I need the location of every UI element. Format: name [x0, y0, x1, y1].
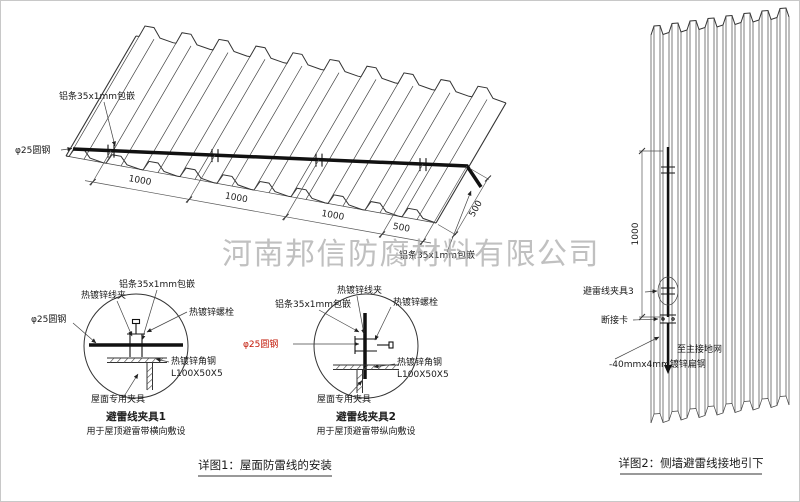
- roof-right-edge: [435, 102, 507, 224]
- roof-isometric-view: 1000 1000 1000 500 500 铝条35x1mm包嵌 φ25圆钢 …: [15, 25, 507, 261]
- detail-2-title: 避雷线夹具2: [335, 410, 396, 423]
- roof-alu-right-label: 铝条35x1mm包嵌: [399, 249, 475, 261]
- roof-dimension-ticks: [89, 178, 427, 246]
- roof-rod-label: φ25圆钢: [15, 144, 50, 156]
- detail-1-alu-leader: [141, 289, 158, 341]
- wall-clamp3-leader: [644, 289, 658, 294]
- roof-edge-dimension-line: [454, 178, 489, 235]
- wall-dim-1000: 1000: [631, 222, 641, 245]
- wall-dimension-ticks: [638, 147, 646, 321]
- roof-dimension-line: [84, 180, 432, 244]
- detail-1-circle: [83, 293, 189, 399]
- detail-1-bolt-nut: [131, 318, 141, 325]
- wall-clamp-mid-marks: [661, 287, 675, 295]
- roof-edge-witness-lines: [437, 168, 490, 236]
- detail-1-subtitle: 用于屋顶避雷带横向敷设: [86, 425, 185, 437]
- wall-to-ground-label: 至主接地网: [677, 343, 722, 355]
- detail-2-bolt-nut: [388, 341, 394, 349]
- roof-dim-1000-c: 1000: [321, 209, 346, 223]
- roof-witness-lines: [90, 150, 468, 246]
- roof-rib-lines: [68, 36, 488, 220]
- down-arrow-icon: [664, 365, 672, 374]
- detail-1-roof-clamp-leader: [122, 373, 139, 399]
- detail-2-roof-clamp-leader: [346, 380, 363, 398]
- detail-2-roof-clamp-label: 屋面专用夹具: [317, 393, 371, 405]
- wall-top-corrugation-profile: [650, 7, 790, 36]
- detail-2-circle: [313, 293, 419, 399]
- detail-1-rod-leader: [72, 322, 97, 344]
- detail-2-clamp-longitudinal: 铝条35x1mm包嵌 热镀锌线夹 热镀锌螺栓 φ25圆钢 热镀锌角钢 L100X…: [243, 284, 449, 437]
- wall-clamp3-label: 避雷线夹具3: [583, 285, 634, 297]
- wall-corrugation-lines: [650, 8, 790, 423]
- detail-2-wire-clip-label: 热镀锌线夹: [337, 284, 382, 296]
- detail-1-angle-steel: [107, 357, 167, 390]
- detail-1-bolt-leader: [146, 311, 188, 333]
- caption-detail-1: 详图1：屋面防雷线的安装: [198, 458, 332, 472]
- wall-bottom-corrugation-profile: [650, 395, 790, 424]
- caption-block: 详图1：屋面防雷线的安装 详图2：侧墙避雷线接地引下: [198, 456, 764, 477]
- detail-2-alu-label: 铝条35x1mm包嵌: [275, 298, 351, 310]
- detail-1-angle-label: 热镀锌角钢: [171, 355, 216, 367]
- roof-edge-dim-500: 500: [468, 199, 485, 219]
- roof-dim-1000-b: 1000: [224, 191, 249, 205]
- detail-2-wire-clip-leader: [356, 295, 366, 335]
- roof-dim-500: 500: [392, 222, 411, 235]
- wall-witness-lines: [639, 150, 663, 318]
- detail-1-wire-clip-leader: [116, 300, 133, 337]
- detail-1-wire-clip-label: 热镀锌线夹: [81, 289, 126, 301]
- roof-top-corrugation-profile: [135, 25, 507, 104]
- roof-left-edge: [65, 35, 137, 157]
- roof-rod-leader: [60, 147, 73, 152]
- detail-1-angle-leader: [155, 357, 170, 363]
- detail-2-bolt-leader: [374, 306, 392, 341]
- detail-1-angle-hatching: [109, 357, 164, 391]
- detail-1-alu-label: 铝条35x1mm包嵌: [119, 278, 195, 290]
- wire-clamp-marks: [107, 144, 427, 172]
- wall-disconnect-label: 断接卡: [601, 314, 628, 326]
- caption-detail-2: 详图2：侧墙避雷线接地引下: [618, 456, 763, 470]
- wall-disconnect-bolt-right: [671, 317, 675, 321]
- roof-alu-top-label: 铝条35x1mm包嵌: [59, 90, 135, 102]
- roof-bottom-corrugation-profile: [65, 147, 437, 224]
- wall-clamp-detail-bubble: [657, 276, 679, 306]
- wall-flat-steel-leader: [614, 336, 660, 360]
- detail-2-subtitle: 用于屋顶避雷带纵向敷设: [316, 425, 415, 437]
- detail-2-angle-leader: [373, 363, 396, 369]
- wall-disconnect-bolt-left: [661, 317, 665, 321]
- wall-elevation-view: 1000 避雷线夹具3 断接卡 至主接地网 -40mmx4mm镀锌扁钢: [583, 7, 790, 424]
- detail-2-rod-label: φ25圆钢: [243, 338, 278, 350]
- detail-1-title: 避雷线夹具1: [105, 410, 166, 423]
- detail-1-angle-spec-label: L100X50X5: [171, 369, 223, 379]
- detail-2-alu-leader: [318, 309, 360, 333]
- roof-alu-top-leader: [103, 101, 116, 147]
- roof-alu-right-leader: [446, 190, 472, 253]
- detail-1-rod-label: φ25圆钢: [31, 313, 66, 325]
- detail-2-angle-spec-label: L100X50X5: [397, 370, 449, 380]
- company-watermark: 河南邦信防腐材料有限公司: [222, 237, 600, 272]
- detail-2-bolt-label: 热镀锌螺栓: [393, 296, 438, 308]
- detail-1-bolt-label: 热镀锌螺栓: [189, 306, 234, 318]
- detail-2-angle-steel: [333, 364, 399, 393]
- wall-flat-steel-label: -40mmx4mm镀锌扁钢: [609, 358, 706, 370]
- roof-dim-1000-a: 1000: [128, 174, 153, 188]
- wall-clamp-top-marks: [661, 166, 675, 174]
- wall-disconnect-leader: [632, 317, 659, 322]
- detail-1-roof-clamp-label: 屋面专用夹具: [91, 393, 145, 405]
- detail-1-clamp-transverse: 热镀锌线夹 铝条35x1mm包嵌 热镀锌螺栓 φ25圆钢 热镀锌角钢 L100X…: [31, 278, 234, 437]
- detail-2-angle-label: 热镀锌角钢: [397, 356, 442, 368]
